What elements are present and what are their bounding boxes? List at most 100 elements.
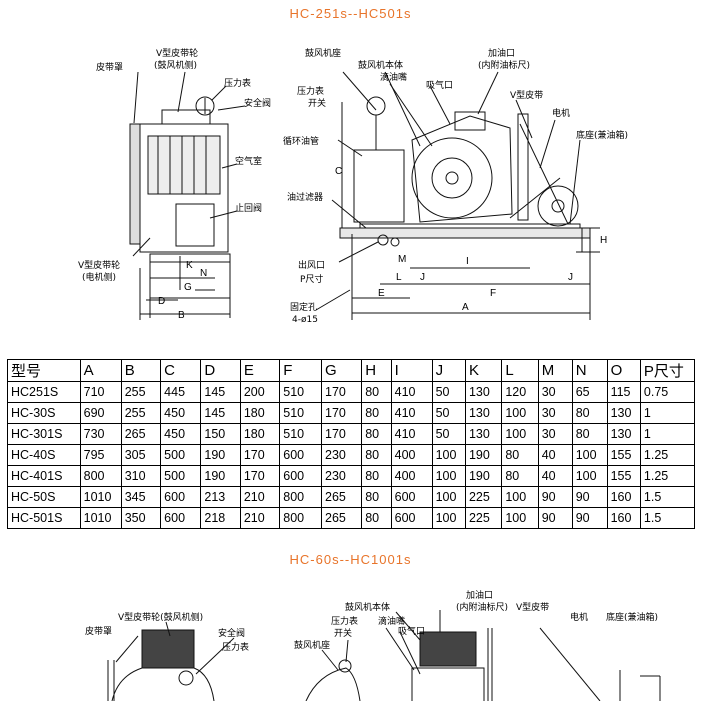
value-cell: 30 (537, 423, 573, 445)
dim-j: J (420, 272, 425, 283)
value-cell: K (464, 359, 503, 382)
value-cell: 80 (501, 444, 539, 466)
value-cell: 600 (390, 486, 433, 508)
label2-blower-body: 鼓风机本体 (345, 601, 390, 613)
value-cell: 100 (431, 507, 466, 529)
value-cell: E (239, 359, 281, 382)
value-cell: 150 (200, 423, 241, 445)
value-cell: 100 (431, 465, 466, 487)
value-cell: 800 (79, 465, 122, 487)
value-cell: 130 (606, 423, 641, 445)
value-cell: 510 (279, 402, 323, 424)
value-cell: 170 (239, 444, 281, 466)
value-cell: 80 (361, 465, 392, 487)
label-belt-cover: 皮带罩 (96, 61, 123, 73)
base-tank (339, 227, 591, 239)
value-cell: 80 (361, 423, 392, 445)
value-cell: 730 (79, 423, 122, 445)
value-cell: 600 (279, 444, 323, 466)
outlet-flange (377, 234, 389, 246)
value-cell: 210 (239, 507, 281, 529)
value-cell: 170 (239, 465, 281, 487)
model-cell: HC-401S (7, 465, 81, 487)
value-cell: 305 (120, 444, 162, 466)
blower-housing (411, 115, 513, 223)
value-cell: 800 (279, 507, 323, 529)
value-cell: 400 (390, 465, 433, 487)
value-cell: 230 (321, 444, 363, 466)
right-tank-top (305, 667, 361, 701)
label-p-size: P尺寸 (300, 273, 323, 285)
label-fix-hole-spec: 4-ø15 (292, 315, 318, 325)
value-cell: D (200, 359, 241, 382)
value-cell: 90 (571, 507, 608, 529)
label-gauge-switch-2: 开关 (308, 97, 326, 109)
label2-belt-cover: 皮带罩 (85, 625, 112, 637)
label-check-valve: 止回阀 (235, 202, 262, 214)
oil-tank-right (353, 149, 405, 223)
value-cell: 510 (279, 423, 323, 445)
label-v-pulley-blower: V型皮带轮 (156, 47, 198, 59)
left-body-top (111, 667, 215, 701)
belt-guard (517, 113, 529, 221)
oil-fill-cap (454, 111, 486, 131)
label2-v-belt: V型皮带 (516, 601, 549, 613)
model-cell: HC-301S (7, 423, 81, 445)
dim-i: I (466, 256, 469, 267)
model-cell: HC251S (7, 381, 81, 403)
label-air-chamber: 空气室 (235, 155, 262, 167)
value-cell: 130 (464, 381, 503, 403)
value-cell: 100 (501, 423, 539, 445)
section1-title: HC-251s--HC501s (289, 6, 412, 21)
value-cell: 190 (464, 444, 503, 466)
value-cell: 120 (501, 381, 539, 403)
label-fix-hole: 固定孔 (290, 301, 317, 313)
dim-g: G (184, 282, 192, 293)
label2-oil-drip: 滴油嘴 (378, 615, 405, 627)
value-cell: 265 (321, 507, 363, 529)
label-intake: 吸气口 (426, 79, 453, 91)
value-cell: 350 (120, 507, 162, 529)
label-oil-fill-note: (内附油标尺) (478, 59, 530, 71)
model-cell: HC-50S (7, 486, 81, 508)
label2-gauge-switch-2: 开关 (334, 627, 352, 639)
value-cell: F (279, 359, 323, 382)
drawing-hc251-hc501: 皮带罩 V型皮带轮 (鼓风机侧) 压力表 安全阀 空气室 止回阀 V型皮带轮 (… (78, 47, 628, 325)
value-cell: 710 (79, 381, 122, 403)
label2-v-pulley-blower: V型皮带轮(鼓风机侧) (118, 611, 203, 623)
dim-m: M (398, 254, 406, 265)
value-cell: 100 (431, 486, 466, 508)
value-cell: 210 (239, 486, 281, 508)
value-cell: N (571, 359, 608, 382)
value-cell: 190 (464, 465, 503, 487)
value-cell: J (431, 359, 466, 382)
value-cell: 100 (571, 444, 608, 466)
value-cell: 180 (239, 402, 281, 424)
label2-blower-base: 鼓风机座 (294, 639, 330, 651)
label-v-pulley-motor-side: (电机侧) (82, 271, 116, 283)
label2-safety-valve: 安全阀 (218, 627, 245, 639)
value-cell: 218 (200, 507, 241, 529)
value-cell: 90 (537, 486, 573, 508)
value-cell: 30 (537, 402, 573, 424)
pressure-gauge-left (195, 96, 215, 116)
label2-oil-fill-note: (内附油标尺) (456, 601, 508, 613)
value-cell: 310 (120, 465, 162, 487)
value-cell: 130 (464, 423, 503, 445)
dim-a: A (462, 302, 469, 313)
value-cell: 90 (537, 507, 573, 529)
value-cell: 445 (160, 381, 202, 403)
right-top-grille (419, 631, 477, 667)
label-blower-body: 鼓风机本体 (358, 59, 403, 71)
value-cell: 1 (639, 423, 696, 445)
belt-cover-side (129, 123, 141, 245)
value-cell: L (501, 359, 539, 382)
blower-wheel (411, 137, 493, 219)
model-cell: HC-30S (7, 402, 81, 424)
value-cell: 1.25 (639, 444, 696, 466)
